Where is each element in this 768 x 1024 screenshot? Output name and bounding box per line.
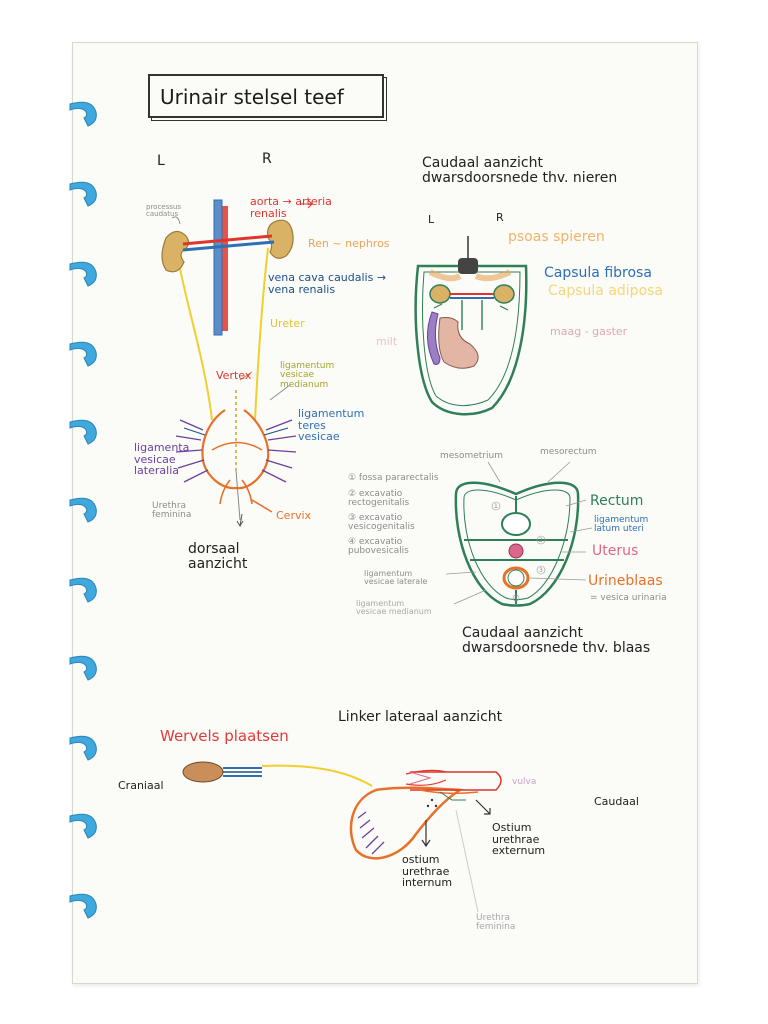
lig-lateralia-label: ligamenta vesicae lateralia — [134, 441, 190, 478]
lig-vesicae-medianum-label: ligamentum vesicae medianum — [356, 599, 432, 617]
kidney-section-left: L — [428, 213, 435, 226]
ostium-internum-label: ostium urethrae internum — [402, 853, 453, 890]
ostium-externum-label: Ostium urethrae externum — [492, 821, 546, 858]
fossa-3-label: ③ excavatio vesicogenitalis — [348, 513, 415, 533]
ureter-label: Ureter — [270, 317, 305, 330]
lig-teres-label: ligamentum teres vesicae — [298, 407, 365, 444]
circled-number-2: 2 — [539, 537, 543, 544]
ren-label: Ren ~ nephros — [308, 237, 390, 250]
right-label: R — [262, 151, 272, 167]
urethra-label: Urethra feminina — [152, 501, 192, 521]
processus-label: processus caudatus — [146, 203, 181, 219]
capsula-fibrosa-label: Capsula fibrosa — [544, 265, 652, 281]
wervels-plaatsen-note: Wervels plaatsen — [160, 727, 289, 745]
circled-number-1: 1 — [494, 503, 498, 510]
lig-medianum-label: ligamentum vesicae medianum — [280, 361, 335, 390]
fossa-1-label: ① fossa pararectalis — [348, 473, 439, 483]
rectum-label: Rectum — [590, 493, 644, 509]
fossa-4-label: ④ excavatio pubovesicalis — [348, 537, 409, 557]
dorsal-caption: dorsaal aanzicht — [188, 541, 248, 572]
dorsal-view-drawing — [161, 199, 313, 528]
mesorectum-label: mesorectum — [540, 447, 597, 457]
maag-label: maag - gaster — [550, 325, 628, 338]
cervix-label: Cervix — [276, 509, 312, 522]
vulva-label: vulva — [512, 777, 537, 787]
notebook-page — [72, 42, 698, 984]
caudal-bladder-caption: Caudaal aanzicht dwarsdoorsnede thv. bla… — [462, 625, 651, 656]
caudal-kidney-title: Caudaal aanzicht dwarsdoorsnede thv. nie… — [422, 155, 618, 186]
lateral-view-drawing — [182, 761, 502, 913]
psoas-label: psoas spieren — [508, 229, 605, 245]
capsula-adiposa-label: Capsula adiposa — [548, 283, 664, 299]
lateral-title: Linker lateraal aanzicht — [338, 709, 503, 725]
fossa-2-label: ② excavatio rectogenitalis — [348, 489, 410, 509]
uterus-label: Uterus — [592, 543, 639, 559]
craniaal-label: Craniaal — [118, 779, 164, 792]
vertex-label: Vertex — [216, 369, 252, 382]
page-title: Urinair stelsel teef — [160, 85, 344, 109]
circled-number-4: 4 — [514, 596, 517, 602]
lig-latum-label: ligamentum latum uteri — [594, 515, 649, 535]
page-title-box: Urinair stelsel teef — [148, 74, 384, 118]
left-label: L — [157, 153, 165, 169]
lig-vesicae-laterale-label: ligamentum vesicae laterale — [364, 569, 428, 587]
milt-label: milt — [376, 335, 398, 348]
vena-cava-label: vena cava caudalis → vena renalis — [268, 271, 387, 296]
mesometrium-label: mesometrium — [440, 451, 504, 461]
vesica-label: = vesica urinaria — [590, 593, 667, 603]
kidney-section-right: R — [496, 211, 504, 224]
caudal-kidney-drawing — [414, 236, 528, 416]
urethra-lateral-label: Urethra feminina — [476, 913, 516, 933]
caudal-bladder-drawing: 1 2 3 4 — [445, 461, 593, 607]
aorta-label: aorta → arteria renalis — [250, 195, 332, 220]
circled-number-3: 3 — [539, 567, 543, 574]
urineblaas-label: Urineblaas — [588, 573, 663, 589]
caudaal-label: Caudaal — [594, 795, 639, 808]
